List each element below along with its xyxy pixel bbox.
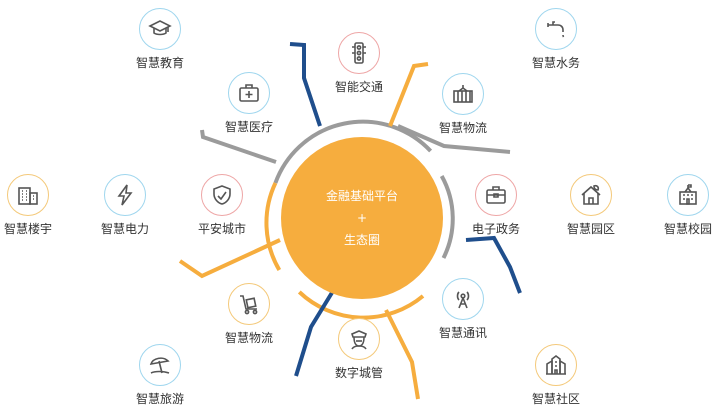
node-label: 智能交通 (334, 80, 383, 94)
node-smart-power[interactable]: 智慧电力 (85, 174, 165, 236)
police-officer-icon (351, 330, 367, 350)
icon-circle (338, 32, 380, 74)
hub-plus: + (356, 211, 368, 225)
connector-right-gray (397, 124, 511, 154)
node-smart-campus[interactable]: 智慧校园 (648, 174, 722, 236)
traffic-light-icon (352, 42, 366, 64)
node-label: 智慧水务 (531, 56, 580, 70)
node-digital-urban-mgmt[interactable]: 数字城管 (319, 318, 399, 380)
icon-circle (570, 174, 612, 216)
connector-upper-right (388, 62, 429, 127)
icon-circle (104, 174, 146, 216)
faucet-icon (547, 21, 565, 38)
node-label: 智慧电力 (100, 222, 149, 236)
node-safe-city[interactable]: 平安城市 (182, 174, 262, 236)
icon-circle (139, 8, 181, 50)
icon-circle (535, 8, 577, 50)
node-label: 智慧园区 (566, 222, 615, 236)
radio-tower-icon (456, 291, 470, 309)
node-label: 智慧通讯 (438, 326, 487, 340)
inner-arc-left (264, 182, 282, 272)
medical-kit-icon (239, 84, 259, 102)
node-smart-building[interactable]: 智慧楼宇 (0, 174, 68, 236)
node-smart-tourism[interactable]: 智慧旅游 (120, 344, 200, 406)
node-smart-water[interactable]: 智慧水务 (516, 8, 596, 70)
graduation-cap-icon (148, 20, 172, 36)
node-smart-medical[interactable]: 智慧医疗 (209, 72, 289, 134)
icon-circle (442, 73, 484, 115)
node-label: 电子政务 (471, 222, 520, 236)
connector-top (289, 42, 322, 127)
icon-circle (475, 174, 517, 216)
icon-circle (139, 344, 181, 386)
node-label: 智慧物流 (224, 331, 273, 345)
node-label: 智慧旅游 (135, 392, 184, 406)
icon-circle (338, 318, 380, 360)
icon-circle (442, 278, 484, 320)
node-smart-telecom[interactable]: 智慧通讯 (423, 278, 503, 340)
hand-truck-icon (240, 295, 258, 315)
center-hub: 金融基础平台 + 生态圈 (281, 137, 443, 299)
connector-left (178, 238, 281, 279)
node-smart-park[interactable]: 智慧园区 (551, 174, 631, 236)
connector-right (465, 235, 522, 294)
connector-lower-right (384, 309, 420, 400)
community-building-icon (546, 355, 566, 375)
node-label: 数字城管 (334, 366, 383, 380)
icon-circle (7, 174, 49, 216)
node-label: 智慧物流 (438, 121, 487, 135)
node-label: 智慧校园 (663, 222, 712, 236)
briefcase-icon (486, 186, 506, 204)
icon-circle (228, 72, 270, 114)
node-label: 智慧教育 (135, 56, 184, 70)
node-label: 智慧医疗 (224, 120, 273, 134)
node-smart-community[interactable]: 智慧社区 (516, 344, 596, 406)
inner-arc-bottom (297, 290, 425, 320)
node-smart-traffic[interactable]: 智能交通 (319, 32, 399, 94)
lightning-icon (117, 184, 133, 206)
icon-circle (228, 283, 270, 325)
house-tree-icon (581, 184, 601, 205)
school-building-icon (679, 184, 697, 205)
connector-left-gray (200, 129, 277, 164)
node-smart-logistics-top[interactable]: 智慧物流 (423, 73, 503, 135)
connector-bottom (294, 289, 335, 377)
icon-circle (535, 344, 577, 386)
beach-umbrella-icon (149, 357, 170, 374)
inner-arc-right (439, 175, 455, 259)
icon-circle (201, 174, 243, 216)
cargo-container-icon (453, 85, 473, 103)
node-smart-education[interactable]: 智慧教育 (120, 8, 200, 70)
hub-title: 金融基础平台 (325, 189, 398, 203)
inner-arc-top (273, 119, 433, 184)
node-smart-logistics-bottom[interactable]: 智慧物流 (209, 283, 289, 345)
icon-circle (667, 174, 709, 216)
node-e-government[interactable]: 电子政务 (456, 174, 536, 236)
node-label: 平安城市 (197, 222, 246, 236)
office-building-icon (18, 187, 38, 205)
node-label: 智慧楼宇 (3, 222, 52, 236)
hub-subtitle: 生态圈 (343, 233, 380, 247)
shield-icon (213, 185, 231, 205)
node-label: 智慧社区 (531, 392, 580, 406)
